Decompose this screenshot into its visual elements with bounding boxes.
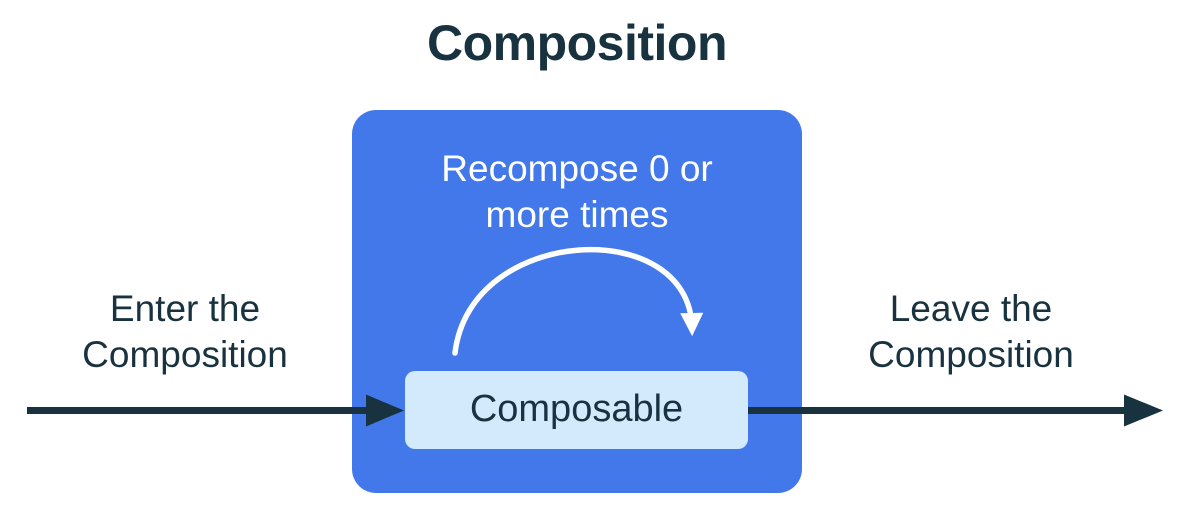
leave-composition-label: Leave the Composition bbox=[821, 286, 1121, 379]
enter-composition-label: Enter the Composition bbox=[35, 286, 335, 379]
composable-node-label: Composable bbox=[469, 387, 684, 430]
enter-label-line1: Enter the bbox=[109, 288, 261, 329]
composable-node: Composable bbox=[405, 371, 748, 449]
leave-label-line1: Leave the bbox=[889, 288, 1053, 329]
diagram-title: Composition bbox=[426, 15, 728, 71]
recompose-annotation-line1: Recompose 0 or bbox=[441, 148, 713, 189]
recompose-annotation: Recompose 0 or more times bbox=[352, 146, 802, 239]
recompose-annotation-line2: more times bbox=[485, 194, 669, 236]
enter-label-line2: Composition bbox=[82, 334, 288, 376]
leave-label-line2: Composition bbox=[868, 334, 1074, 376]
leave-flow-arrowhead-icon bbox=[1124, 394, 1163, 427]
